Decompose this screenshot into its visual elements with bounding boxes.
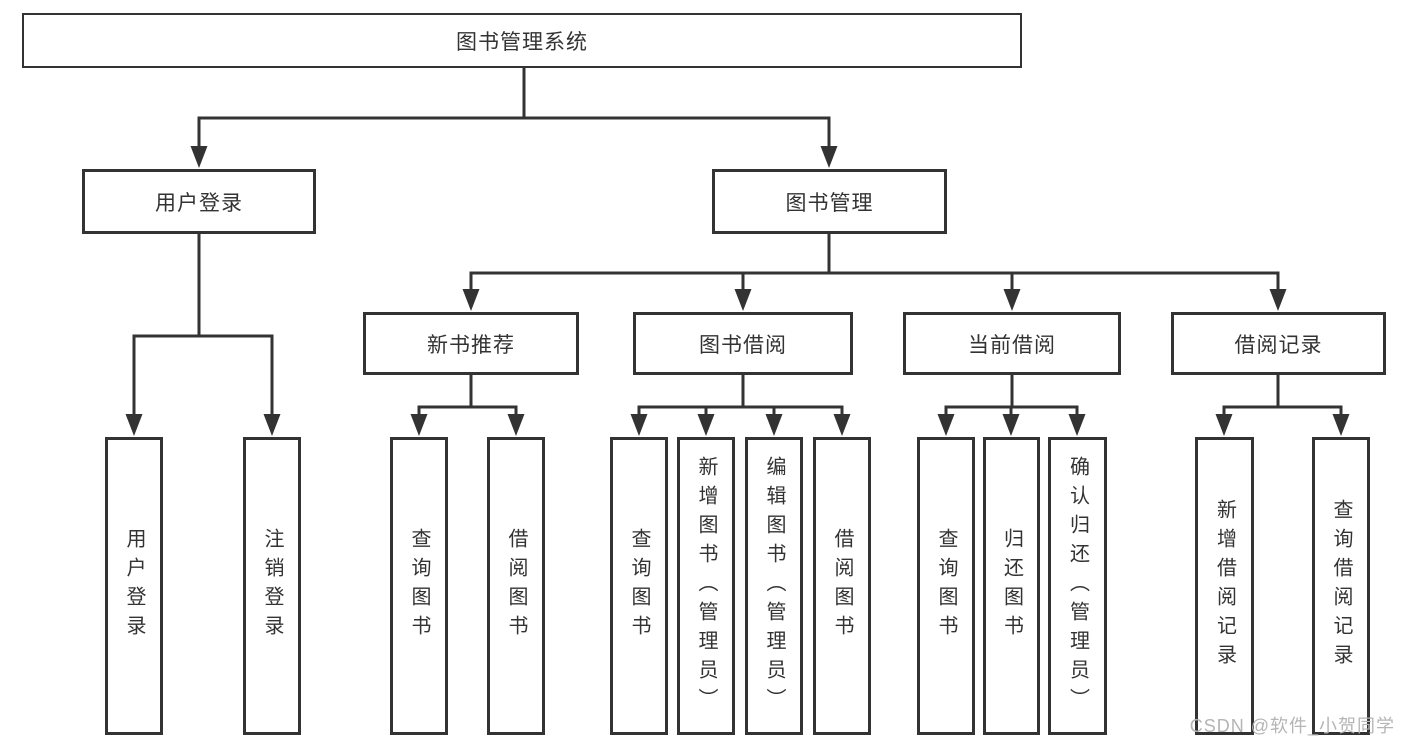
node-label-book-management: 图书管理 — [785, 191, 874, 215]
arrow-down-icon — [1003, 289, 1021, 311]
node-label-current-borrowing: 当前借阅 — [968, 333, 1056, 357]
node-leaf-return-books: 归还图书 — [983, 437, 1040, 735]
node-label-leaf-edit-books-admin: 编辑图书（管理员） — [763, 455, 785, 717]
node-root: 图书管理系统 — [22, 13, 1022, 68]
node-label-user-login: 用户登录 — [155, 191, 243, 215]
connector-root — [197, 66, 831, 159]
node-user-login: 用户登录 — [82, 169, 316, 234]
arrow-down-icon — [410, 414, 428, 436]
connector-borrowing-records — [1222, 373, 1343, 427]
node-label-borrowing-records: 借阅记录 — [1234, 333, 1323, 357]
arrow-down-icon — [190, 146, 208, 168]
node-leaf-query-books-2: 查询图书 — [610, 437, 668, 735]
node-book-management: 图书管理 — [712, 169, 947, 234]
node-label-book-borrowing: 图书借阅 — [699, 333, 787, 357]
arrow-down-icon — [833, 414, 851, 436]
node-label-leaf-borrow-books-1: 借阅图书 — [505, 528, 527, 644]
connector-new-book-recommend — [417, 373, 518, 427]
node-label-leaf-query-books-1: 查询图书 — [408, 528, 430, 644]
node-label-leaf-return-books: 归还图书 — [1000, 528, 1023, 644]
node-leaf-add-borrow-record: 新增借阅记录 — [1195, 437, 1254, 735]
node-leaf-user-login: 用户登录 — [105, 437, 163, 735]
node-label-leaf-query-books-2: 查询图书 — [628, 528, 650, 644]
arrow-down-icon — [125, 414, 143, 436]
arrow-down-icon — [1269, 289, 1287, 311]
connector-book-management — [469, 232, 1280, 302]
node-leaf-edit-books-admin: 编辑图书（管理员） — [745, 437, 803, 735]
arrow-down-icon — [937, 414, 955, 436]
arrow-down-icon — [507, 414, 525, 436]
node-label-leaf-add-borrow-record: 新增借阅记录 — [1213, 499, 1236, 673]
arrow-down-icon — [263, 414, 281, 436]
csdn-watermark: CSDN @软件_小贺同学 — [1189, 716, 1395, 736]
arrow-down-icon — [1068, 414, 1086, 436]
arrow-down-icon — [462, 289, 480, 311]
node-leaf-add-books-admin: 新增图书（管理员） — [677, 437, 735, 735]
node-borrowing-records: 借阅记录 — [1171, 312, 1386, 375]
node-label-root: 图书管理系统 — [456, 30, 588, 54]
node-label-leaf-query-books-3: 查询图书 — [935, 528, 957, 644]
arrow-down-icon — [765, 414, 783, 436]
arrow-down-icon — [1332, 414, 1350, 436]
arrow-down-icon — [734, 289, 752, 311]
node-leaf-query-books-1: 查询图书 — [390, 437, 448, 735]
node-leaf-query-borrow-record: 查询借阅记录 — [1312, 437, 1370, 735]
node-label-leaf-add-books-admin: 新增图书（管理员） — [695, 455, 717, 717]
arrow-down-icon — [630, 414, 648, 436]
arrow-down-icon — [1215, 414, 1233, 436]
arrow-down-icon — [820, 146, 838, 168]
node-leaf-query-books-3: 查询图书 — [917, 437, 975, 735]
node-book-borrowing: 图书借阅 — [633, 312, 853, 375]
node-label-leaf-borrow-books-2: 借阅图书 — [831, 528, 853, 644]
node-label-leaf-user-login: 用户登录 — [123, 528, 145, 644]
node-current-borrowing: 当前借阅 — [903, 312, 1121, 375]
node-leaf-confirm-return-admin: 确认归还（管理员） — [1048, 437, 1107, 735]
node-new-book-recommend: 新书推荐 — [363, 312, 579, 375]
arrow-down-icon — [697, 414, 715, 436]
node-label-new-book-recommend: 新书推荐 — [427, 333, 515, 357]
node-label-leaf-logout: 注销登录 — [261, 528, 283, 644]
node-label-leaf-confirm-return-admin: 确认归还（管理员） — [1066, 455, 1089, 717]
node-leaf-logout: 注销登录 — [243, 437, 301, 735]
node-leaf-borrow-books-1: 借阅图书 — [487, 437, 545, 735]
node-leaf-borrow-books-2: 借阅图书 — [813, 437, 871, 735]
connector-user-login — [132, 232, 274, 427]
arrow-down-icon — [1002, 414, 1020, 436]
node-label-leaf-query-borrow-record: 查询借阅记录 — [1330, 499, 1352, 673]
